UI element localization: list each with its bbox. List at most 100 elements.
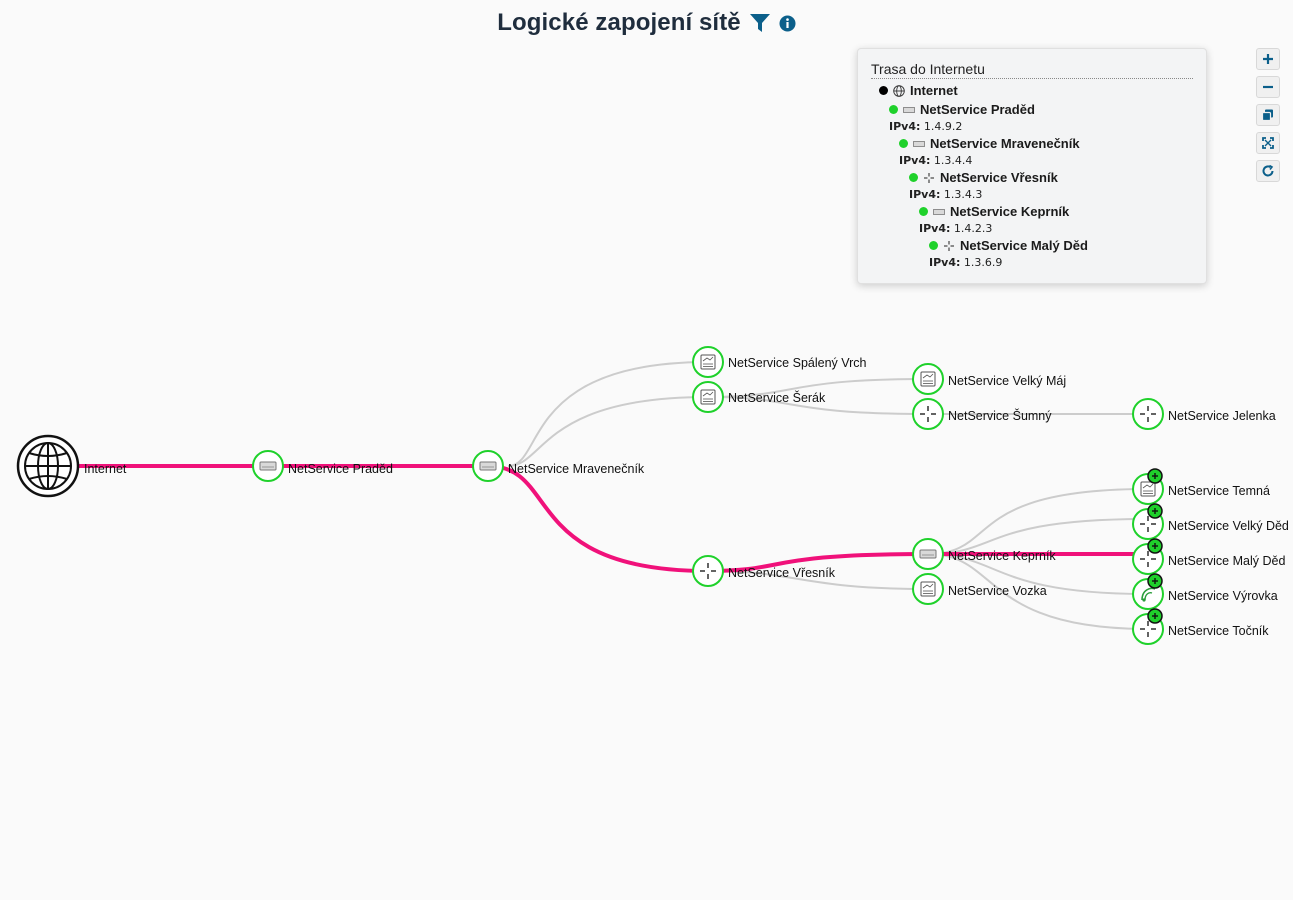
zoom-out-icon (1263, 85, 1273, 89)
link-keprnik-temna (927, 488, 1149, 555)
route-item-ip: IPv4: 1.4.2.3 (919, 221, 1193, 236)
switch-icon (259, 461, 277, 471)
node-maly-ded[interactable]: NetService Malý Děd (1132, 538, 1285, 575)
ipv4-value: 1.3.4.3 (943, 188, 983, 201)
node-vyrovka[interactable]: NetService Výrovka (1132, 573, 1278, 610)
node-velky-ded[interactable]: NetService Velký Děd (1132, 503, 1289, 540)
route-item: NetService Praděd IPv4: 1.4.9.2 (871, 100, 1193, 134)
node-spaleny-vrch[interactable]: NetService Spálený Vrch (692, 346, 867, 378)
refresh-button[interactable] (1256, 160, 1280, 182)
node-label-jelenka: NetService Jelenka (1168, 409, 1276, 423)
route-item-name: NetService Mravenečník (930, 136, 1080, 151)
router-icon (923, 172, 935, 184)
wireless-icon (1141, 587, 1156, 602)
zoom-out-button[interactable] (1256, 76, 1280, 98)
node-mravenecnik[interactable]: NetService Mravenečník (472, 450, 645, 482)
node-serak[interactable]: NetService Šerák (692, 381, 826, 413)
switch-icon (479, 461, 497, 471)
globe-icon (893, 84, 905, 97)
node-temna[interactable]: NetService Temná (1132, 468, 1270, 505)
fit-view-button[interactable] (1256, 132, 1280, 154)
node-label-velky-maj: NetService Velký Máj (948, 374, 1066, 388)
route-item-name: NetService Malý Děd (960, 238, 1088, 253)
route-item: NetService Malý Děd IPv4: 1.3.6.9 (871, 236, 1193, 270)
server-icon (1140, 481, 1156, 497)
expand-plus-icon[interactable] (1147, 573, 1163, 589)
router-icon (1140, 551, 1156, 567)
node-vozka[interactable]: NetService Vozka (912, 573, 1047, 605)
node-label-vyrovka: NetService Výrovka (1168, 589, 1278, 603)
page-title: Logické zapojení sítě (497, 9, 741, 36)
route-item: NetService Keprník IPv4: 1.4.2.3 (871, 202, 1193, 236)
route-item-ip: IPv4: 1.3.4.4 (899, 153, 1193, 168)
switch-icon (913, 138, 925, 150)
ipv4-value: 1.4.2.3 (953, 222, 993, 235)
link-serak-velkymaj (707, 378, 929, 398)
node-ring (1132, 398, 1164, 430)
refresh-icon (1262, 164, 1274, 177)
copy-icon (1261, 109, 1273, 122)
node-label-keprnik: NetService Keprník (948, 549, 1056, 563)
node-label-vresnik: NetService Vřesník (728, 566, 836, 580)
node-velky-maj[interactable]: NetService Velký Máj (912, 363, 1066, 395)
switch-icon (903, 104, 915, 116)
status-dot (929, 241, 938, 250)
ipv4-label: IPv4: (929, 256, 961, 269)
node-jelenka[interactable]: NetService Jelenka (1132, 398, 1276, 430)
ipv4-label: IPv4: (919, 222, 951, 235)
node-vresnik[interactable]: NetService Vřesník (692, 555, 836, 587)
route-vresnik-keprnik (707, 552, 929, 573)
route-mravenecnik-vresnik (487, 464, 709, 573)
node-tocnik[interactable]: NetService Točník (1132, 608, 1269, 645)
ipv4-label: IPv4: (909, 188, 941, 201)
node-keprnik[interactable]: NetService Keprník (912, 538, 1056, 570)
route-path (48, 464, 1148, 573)
node-label-mravenecnik: NetService Mravenečník (508, 462, 645, 476)
link-mravenecnik-spaleny (507, 361, 709, 467)
router-icon (943, 240, 955, 252)
server-icon (700, 389, 716, 405)
switch-icon (933, 206, 945, 218)
expand-plus-icon[interactable] (1147, 468, 1163, 484)
route-panel-title: Trasa do Internetu (871, 61, 1193, 79)
node-internet[interactable]: Internet (16, 434, 127, 498)
switch-icon (919, 549, 937, 559)
route-item: Internet (871, 81, 1193, 100)
info-icon[interactable] (779, 15, 796, 32)
node-label-praded: NetService Praděd (288, 462, 393, 476)
status-dot (879, 86, 888, 95)
graph-controls (1256, 48, 1280, 182)
zoom-in-button[interactable] (1256, 48, 1280, 70)
status-dot (919, 207, 928, 216)
router-icon (1140, 516, 1156, 532)
node-label-serak: NetService Šerák (728, 390, 826, 405)
expand-plus-icon[interactable] (1147, 503, 1163, 519)
router-icon (920, 406, 936, 422)
filter-icon[interactable] (749, 12, 771, 34)
node-label-velky-ded: NetService Velký Děd (1168, 519, 1289, 533)
expand-plus-icon[interactable] (1147, 538, 1163, 554)
route-item: NetService Mravenečník IPv4: 1.3.4.4 (871, 134, 1193, 168)
node-label-internet: Internet (84, 462, 127, 476)
server-icon (700, 354, 716, 370)
route-item: NetService Vřesník IPv4: 1.3.4.3 (871, 168, 1193, 202)
router-icon (1140, 621, 1156, 637)
node-label-temna: NetService Temná (1168, 484, 1270, 498)
node-sumny[interactable]: NetService Šumný (912, 398, 1052, 430)
expand-plus-icon[interactable] (1147, 608, 1163, 624)
ipv4-label: IPv4: (899, 154, 931, 167)
fit-icon (1262, 137, 1274, 149)
ipv4-value: 1.3.6.9 (963, 256, 1003, 269)
route-item-name: NetService Vřesník (940, 170, 1058, 185)
node-ring (912, 398, 944, 430)
ipv4-value: 1.4.9.2 (923, 120, 963, 133)
node-ring (692, 555, 724, 587)
node-label-maly-ded: NetService Malý Děd (1168, 554, 1285, 568)
node-praded[interactable]: NetService Praděd (252, 450, 393, 482)
status-dot (889, 105, 898, 114)
server-icon (920, 581, 936, 597)
server-icon (920, 371, 936, 387)
copy-button[interactable] (1256, 104, 1280, 126)
